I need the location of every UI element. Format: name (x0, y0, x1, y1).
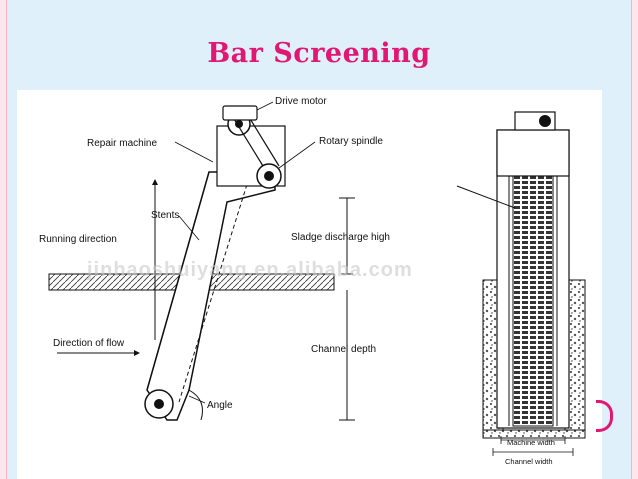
slide-left-edge (0, 0, 7, 479)
label-channel-width: Channel width (505, 457, 553, 466)
channel-bottom (482, 429, 586, 439)
label-running-direction: Running direction (39, 234, 117, 245)
diagram-svg: Drive motor Repair machine Rotary spindl… (39, 96, 586, 466)
title-band (7, 0, 631, 90)
label-machine-width: Machine width (507, 438, 555, 447)
label-channel-depth: Channel depth (311, 344, 376, 355)
label-rotary-spindle: Rotary spindle (319, 136, 383, 147)
label-angle: Angle (207, 400, 233, 411)
slide-title: Bar Screening (207, 38, 431, 69)
right-band (602, 90, 631, 479)
label-drive-motor: Drive motor (275, 96, 327, 107)
label-repair-machine: Repair machine (87, 138, 157, 149)
drive-motor (222, 105, 258, 121)
decorative-accent-arc (596, 400, 613, 432)
watermark: jinhaoshuiyang.en.alibaba.com (86, 259, 413, 281)
slide-right-edge (631, 0, 638, 479)
left-band (7, 90, 17, 479)
screen-mesh (512, 175, 554, 427)
label-sludge-discharge-high: Sladge discharge high (291, 232, 390, 243)
screen-front-rail (146, 171, 210, 391)
label-stents: Stents (151, 210, 179, 221)
front-head-box (496, 129, 570, 177)
bar-screen-diagram: Drive motor Repair machine Rotary spindl… (17, 90, 602, 479)
angle-arc (188, 389, 203, 421)
label-direction-of-flow: Direction of flow (53, 338, 125, 349)
